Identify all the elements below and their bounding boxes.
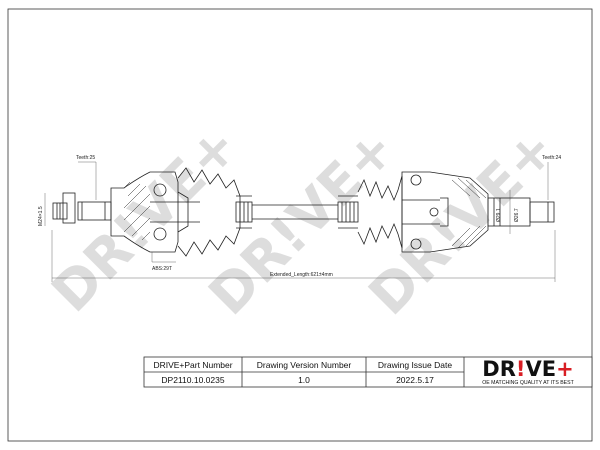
issue-date-header: Drawing Issue Date [378,360,452,370]
right-spline [337,195,359,229]
drive-shaft-drawing [52,167,555,257]
version-header: Drawing Version Number [257,360,352,370]
drawing-frame [7,8,593,442]
extended-length-label: Extended_Length:621±4mm [270,272,333,278]
left-cv-joint [110,171,200,253]
thread-diameter-label: M24×1.5 [38,206,44,226]
part-number-value: DP2110.10.0235 [161,375,224,385]
right-diameter-a-label: Ø29.1 [496,208,502,222]
version-value: 1.0 [298,375,310,385]
left-spline [235,195,253,229]
right-housing-hatch [451,177,487,249]
teeth-label-right: Teeth:24 [542,155,561,161]
brand-logo: DR!VE+ [482,357,573,381]
logo-text: DR!VE+ [482,357,573,381]
abs-ring [123,181,151,241]
abs-label: ABS:29T [152,266,172,272]
dimension-lines [44,161,556,282]
title-block: DRIVE+Part Number Drawing Version Number… [143,356,593,388]
brand-tagline: OE MATCHING QUALITY AT ITS BEST [482,380,574,386]
main-shaft [252,204,338,220]
teeth-label-left: Teeth:25 [76,155,95,161]
left-stub [52,192,112,224]
issue-date-value: 2022.5.17 [396,375,434,385]
part-number-header: DRIVE+Part Number [153,360,232,370]
right-diameter-b-label: Ø26.7 [514,208,520,222]
